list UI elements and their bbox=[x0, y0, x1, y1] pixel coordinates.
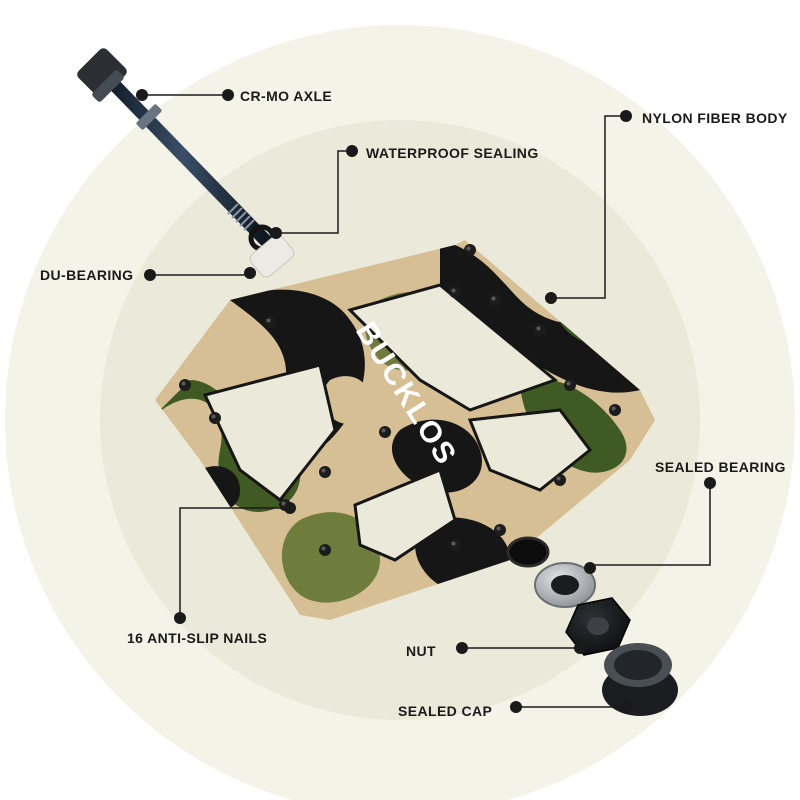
anti-slip-pin bbox=[449, 286, 461, 298]
leader-du-bearing bbox=[144, 267, 256, 281]
leader-dot bbox=[174, 612, 186, 624]
callout-leaders bbox=[136, 89, 716, 713]
label-nylon-fiber-body: NYLON FIBER BODY bbox=[642, 110, 788, 126]
anti-slip-pin bbox=[554, 474, 566, 486]
label-nut: NUT bbox=[406, 643, 436, 659]
leader-dot bbox=[620, 701, 632, 713]
pedal-opening-upper bbox=[347, 283, 558, 412]
leader-dot bbox=[574, 642, 586, 654]
sealed-bearing-part bbox=[534, 562, 596, 608]
anti-slip-pin bbox=[464, 244, 476, 256]
leader-dot bbox=[510, 701, 522, 713]
leader-cr-mo-axle bbox=[136, 89, 234, 101]
leader-dot bbox=[704, 477, 716, 489]
anti-slip-pin bbox=[319, 466, 331, 478]
leader-dot bbox=[620, 110, 632, 122]
leader-dot bbox=[270, 227, 282, 239]
leader-dot bbox=[136, 89, 148, 101]
leader-dot bbox=[456, 642, 468, 654]
nut-part bbox=[565, 597, 631, 656]
anti-slip-pin bbox=[319, 544, 331, 556]
leader-anti-slip-nails bbox=[174, 502, 296, 624]
axle-thread bbox=[227, 203, 255, 231]
anti-slip-pin bbox=[609, 404, 621, 416]
axle-collar bbox=[136, 104, 162, 130]
anti-slip-pin bbox=[209, 412, 221, 424]
leader-sealed-cap bbox=[510, 701, 632, 713]
anti-slip-pin bbox=[564, 379, 576, 391]
anti-slip-pin bbox=[264, 316, 276, 328]
label-sealed-bearing: SEALED BEARING bbox=[655, 459, 786, 475]
leader-dot bbox=[284, 502, 296, 514]
pedal-opening-left bbox=[202, 363, 337, 503]
anti-slip-pin bbox=[534, 324, 546, 336]
leader-waterproof-sealing bbox=[270, 145, 358, 239]
du-bearing-sleeve bbox=[249, 234, 295, 278]
pedal-opening-bottom bbox=[353, 467, 457, 562]
leader-dot bbox=[144, 269, 156, 281]
anti-slip-pin bbox=[489, 294, 501, 306]
label-cr-mo-axle: CR-MO AXLE bbox=[240, 88, 333, 104]
leader-dot bbox=[584, 562, 596, 574]
axle-end-ring bbox=[92, 70, 124, 102]
label-anti-slip-nails: 16 ANTI-SLIP NAILS bbox=[127, 630, 268, 646]
anti-slip-pin bbox=[494, 524, 506, 536]
leader-nut bbox=[456, 642, 586, 654]
label-du-bearing: DU-BEARING bbox=[40, 267, 134, 283]
anti-slip-pin bbox=[379, 426, 391, 438]
leader-dot bbox=[222, 89, 234, 101]
leader-dot bbox=[346, 145, 358, 157]
spindle-hole bbox=[506, 536, 550, 568]
leader-nylon-fiber-body bbox=[545, 110, 632, 304]
anti-slip-pin bbox=[449, 539, 461, 551]
pedal-opening-lower bbox=[467, 408, 593, 492]
anti-slip-pin bbox=[179, 379, 191, 391]
leader-dot bbox=[545, 292, 557, 304]
leader-dot bbox=[244, 267, 256, 279]
label-waterproof-sealing: WATERPROOF SEALING bbox=[366, 145, 539, 161]
leader-sealed-bearing bbox=[584, 477, 716, 574]
sealed-cap-part bbox=[602, 643, 678, 716]
label-sealed-cap: SEALED CAP bbox=[398, 703, 493, 719]
